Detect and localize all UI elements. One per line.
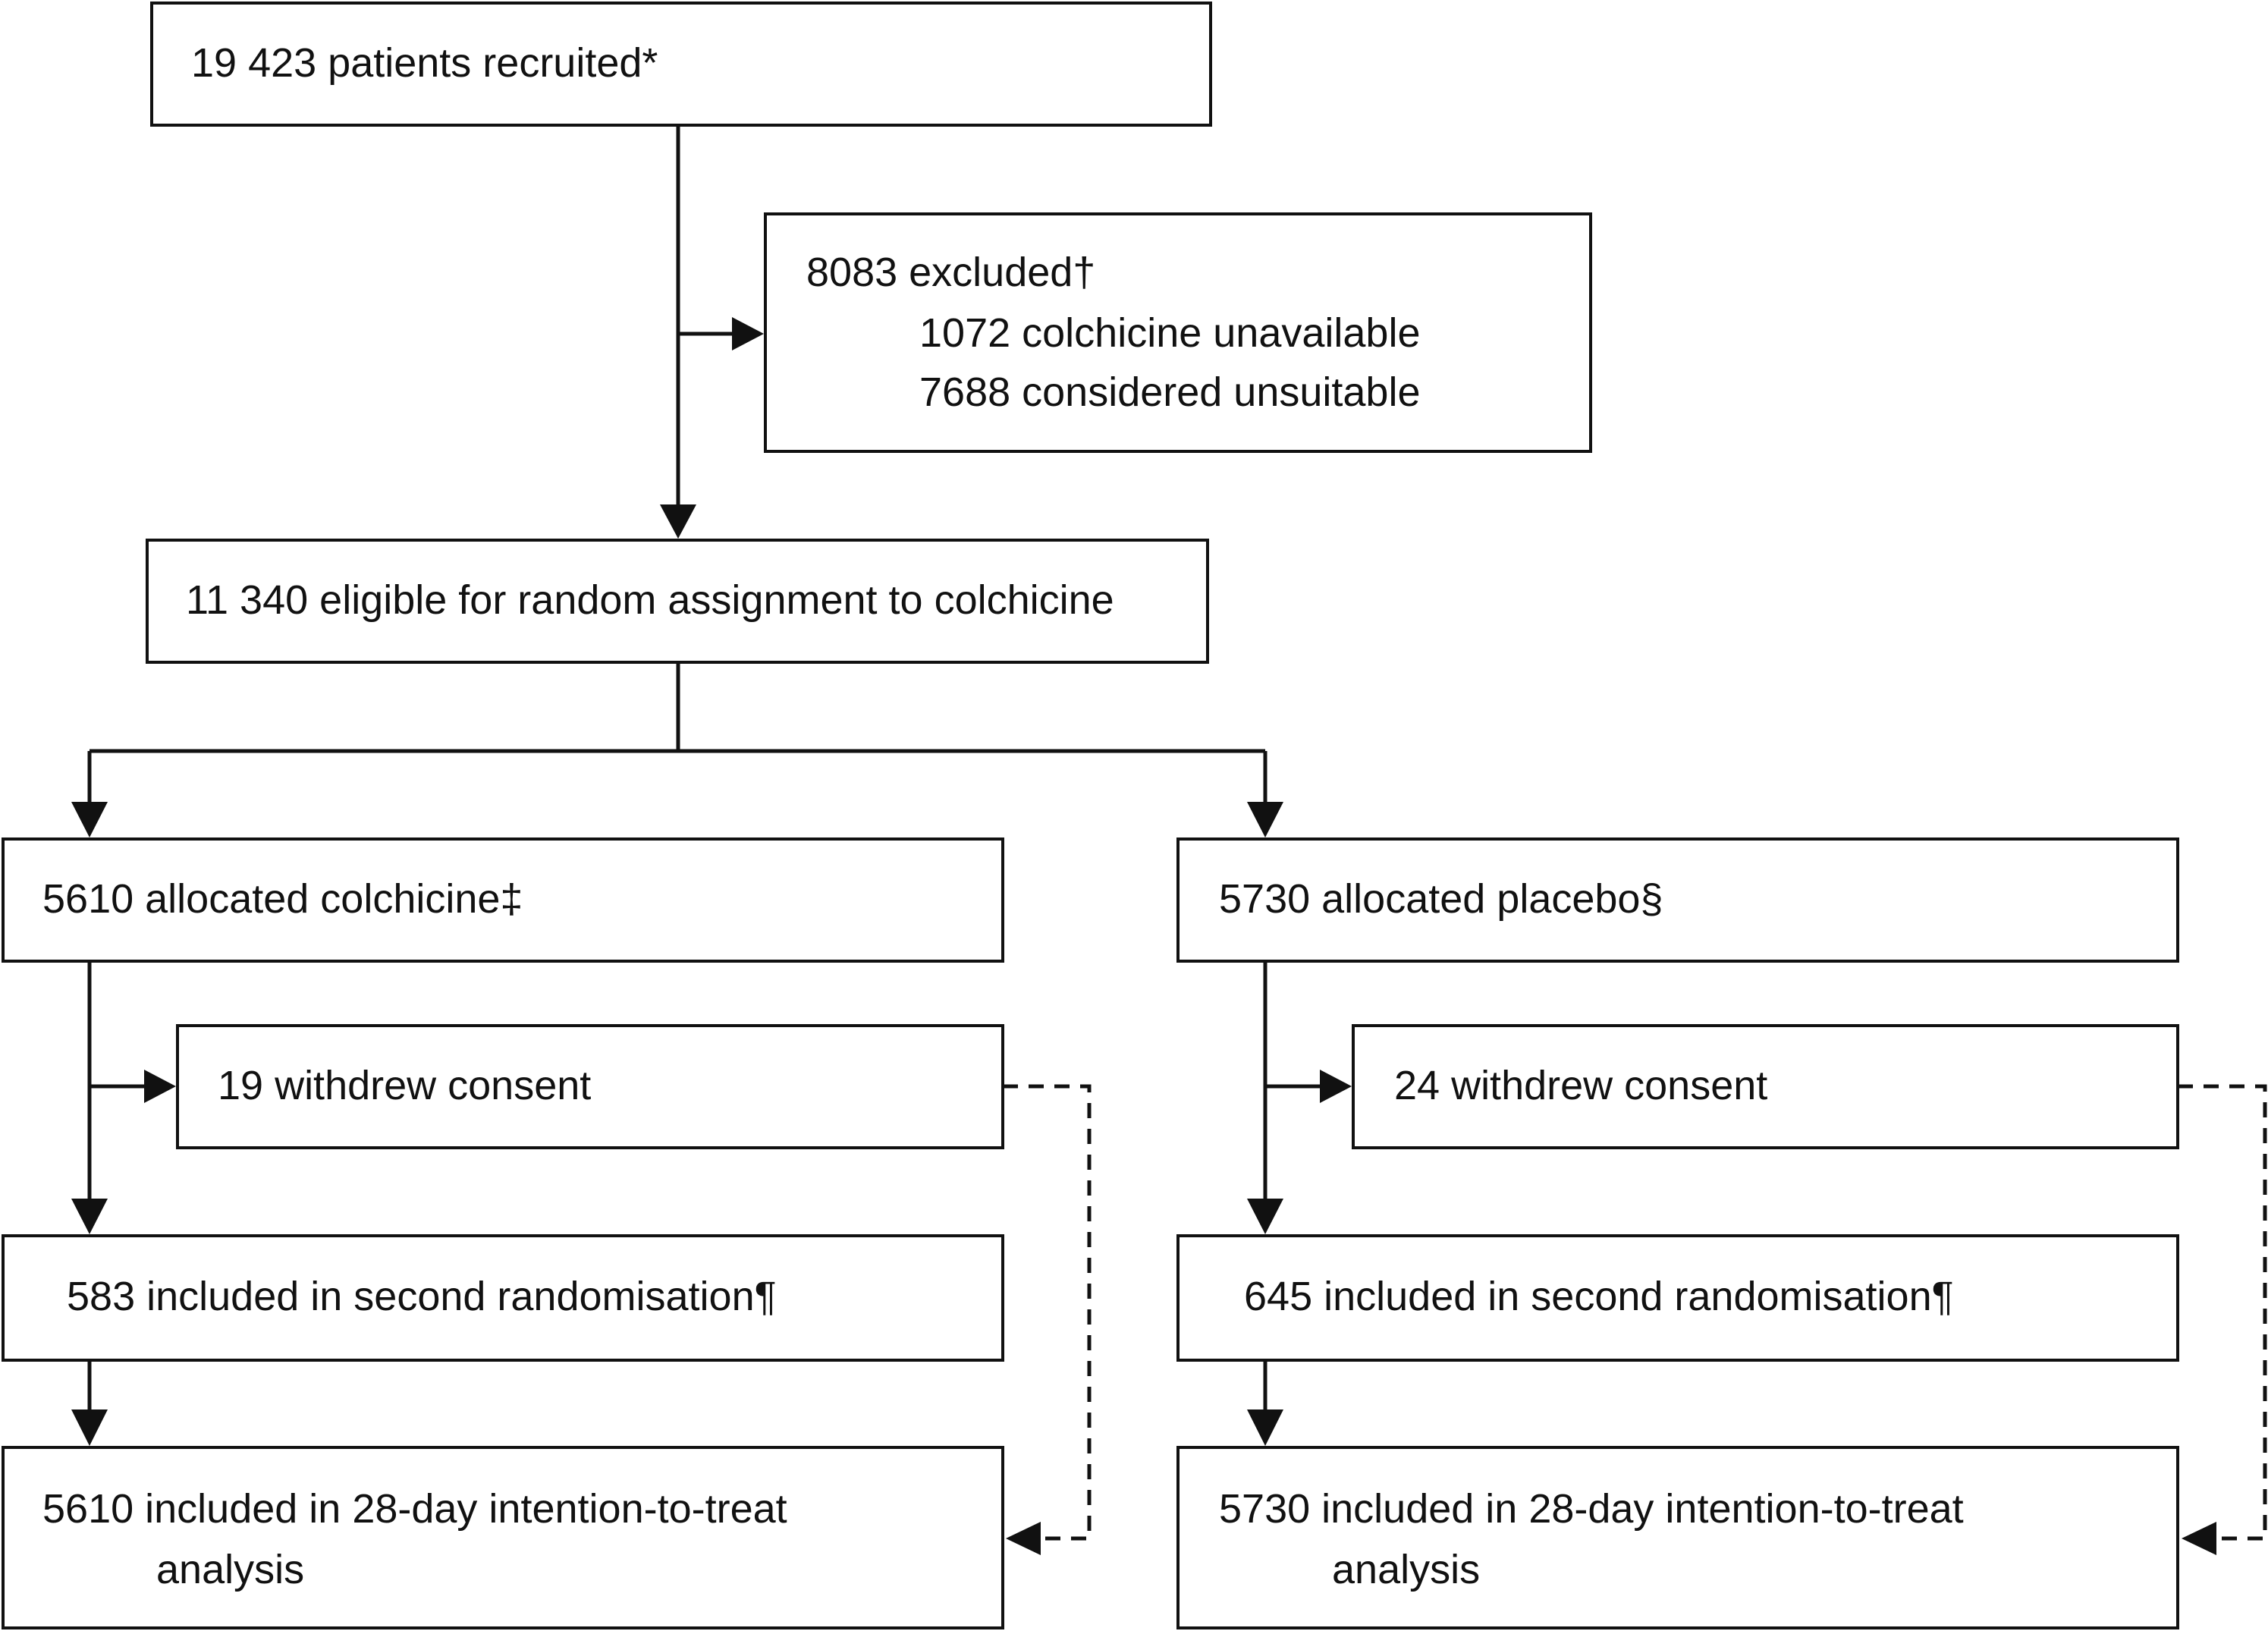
arrow-right-dashed-end [2182, 1522, 2216, 1555]
colchicine-second-randomisation-label: 583 included in second randomisation¶ [67, 1274, 777, 1319]
excluded-box [764, 212, 1592, 453]
placebo-withdrew-box [1352, 1024, 2179, 1149]
colchicine-second-randomisation-box [2, 1234, 1004, 1362]
placebo-withdrew-label: 24 withdrew consent [1394, 1063, 1768, 1108]
placebo-analysis-label-line2: analysis [1332, 1547, 1481, 1592]
excluded-item-unsuitable: 7688 considered unsuitable [919, 369, 1421, 415]
recruited-label: 19 423 patients recruited* [191, 40, 658, 86]
arrow-to-left-withdrew [144, 1070, 176, 1103]
placebo-allocated-label: 5730 allocated placebo§ [1219, 876, 1663, 922]
eligible-label: 11 340 eligible for random assignment to… [186, 577, 1114, 623]
colchicine-analysis-label-line2: analysis [156, 1547, 305, 1592]
colchicine-analysis-label-line1: 5610 included in 28-day intention-to-tre… [42, 1486, 787, 1532]
right-dashed-return-line [2178, 1084, 2267, 1541]
arrow-to-right-analysis [1247, 1409, 1283, 1446]
placebo-analysis-box [1176, 1446, 2179, 1629]
recruited-box [150, 2, 1212, 127]
colchicine-allocated-box [2, 837, 1004, 963]
arrow-to-colchicine [71, 802, 108, 837]
placebo-analysis-label-line1: 5730 included in 28-day intention-to-tre… [1219, 1486, 1964, 1532]
arrow-to-right-withdrew [1320, 1070, 1352, 1103]
excluded-title: 8083 excluded† [806, 250, 1096, 295]
left-dashed-return-line [1003, 1084, 1092, 1541]
placebo-second-randomisation-label: 645 included in second randomisation¶ [1244, 1274, 1954, 1319]
arrow-left-dashed-end [1006, 1522, 1041, 1555]
arrow-to-left-analysis [71, 1409, 108, 1446]
placebo-second-randomisation-box [1176, 1234, 2179, 1362]
placebo-allocated-box [1176, 837, 2179, 963]
colchicine-withdrew-box [176, 1024, 1004, 1149]
arrow-to-right-second [1247, 1199, 1283, 1234]
arrow-to-excluded [732, 317, 764, 350]
colchicine-analysis-box [2, 1446, 1004, 1629]
colchicine-withdrew-label: 19 withdrew consent [218, 1063, 592, 1108]
arrow-to-placebo [1247, 802, 1283, 837]
arrow-to-left-second [71, 1199, 108, 1234]
eligible-box [146, 539, 1209, 664]
arrow-to-eligible [660, 504, 696, 539]
excluded-item-unavailable: 1072 colchicine unavailable [919, 310, 1421, 356]
colchicine-allocated-label: 5610 allocated colchicine‡ [42, 876, 523, 922]
